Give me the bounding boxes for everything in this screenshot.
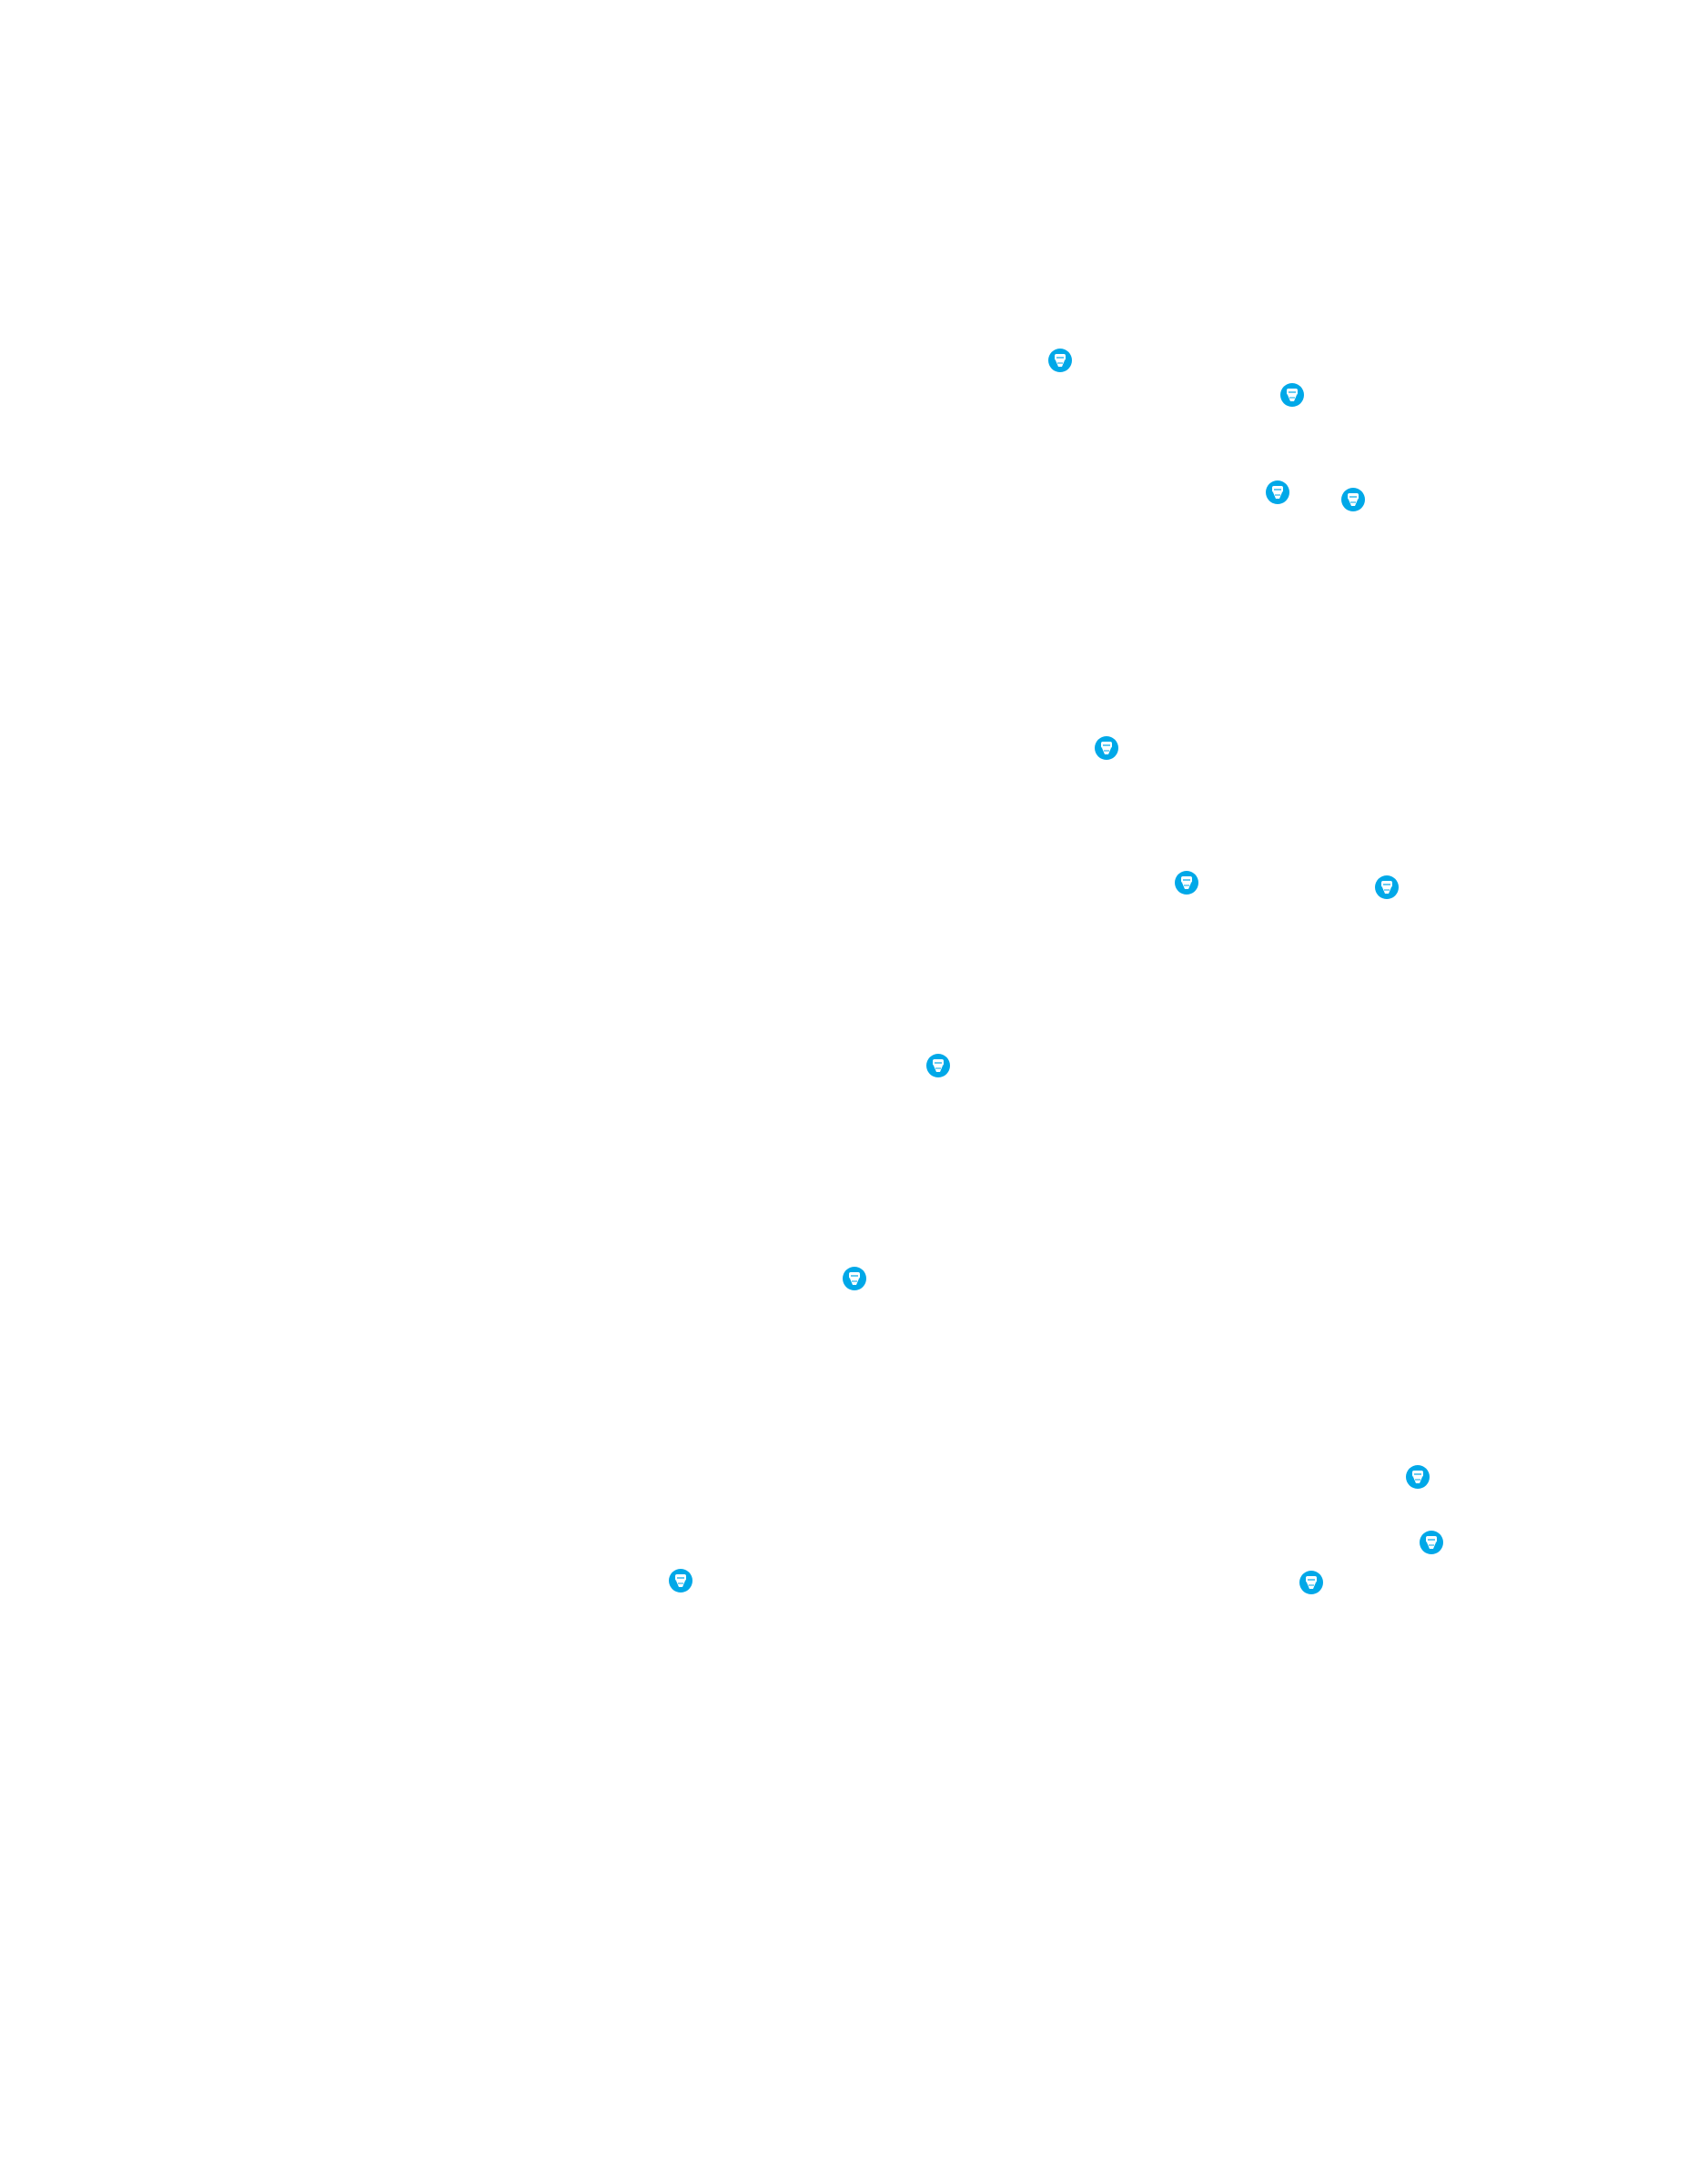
marker-glyph-icon — [1048, 349, 1072, 372]
map-marker[interactable] — [667, 1567, 694, 1594]
map-marker[interactable] — [1279, 381, 1306, 409]
map-marker[interactable] — [1339, 486, 1367, 513]
marker-glyph-icon — [1266, 480, 1289, 504]
marker-glyph-icon — [926, 1054, 950, 1077]
marker-glyph-icon — [1280, 383, 1304, 407]
map-marker[interactable] — [1418, 1529, 1445, 1556]
marker-glyph-icon — [669, 1569, 692, 1592]
map-marker[interactable] — [1093, 734, 1120, 762]
map-marker[interactable] — [1046, 347, 1074, 374]
map-marker[interactable] — [1298, 1569, 1325, 1596]
marker-glyph-icon — [1299, 1571, 1323, 1594]
map-marker[interactable] — [925, 1052, 952, 1079]
marker-glyph-icon — [1341, 488, 1365, 511]
marker-glyph-icon — [1420, 1531, 1443, 1554]
marker-glyph-icon — [1406, 1465, 1430, 1489]
marker-glyph-icon — [1095, 736, 1118, 760]
map-marker[interactable] — [1404, 1463, 1431, 1491]
marker-glyph-icon — [1175, 871, 1198, 895]
map-marker[interactable] — [841, 1265, 868, 1292]
map-marker[interactable] — [1373, 874, 1400, 901]
marker-glyph-icon — [843, 1267, 866, 1290]
marker-glyph-icon — [1375, 875, 1399, 899]
map-marker[interactable] — [1173, 869, 1200, 896]
map-marker[interactable] — [1264, 479, 1291, 506]
